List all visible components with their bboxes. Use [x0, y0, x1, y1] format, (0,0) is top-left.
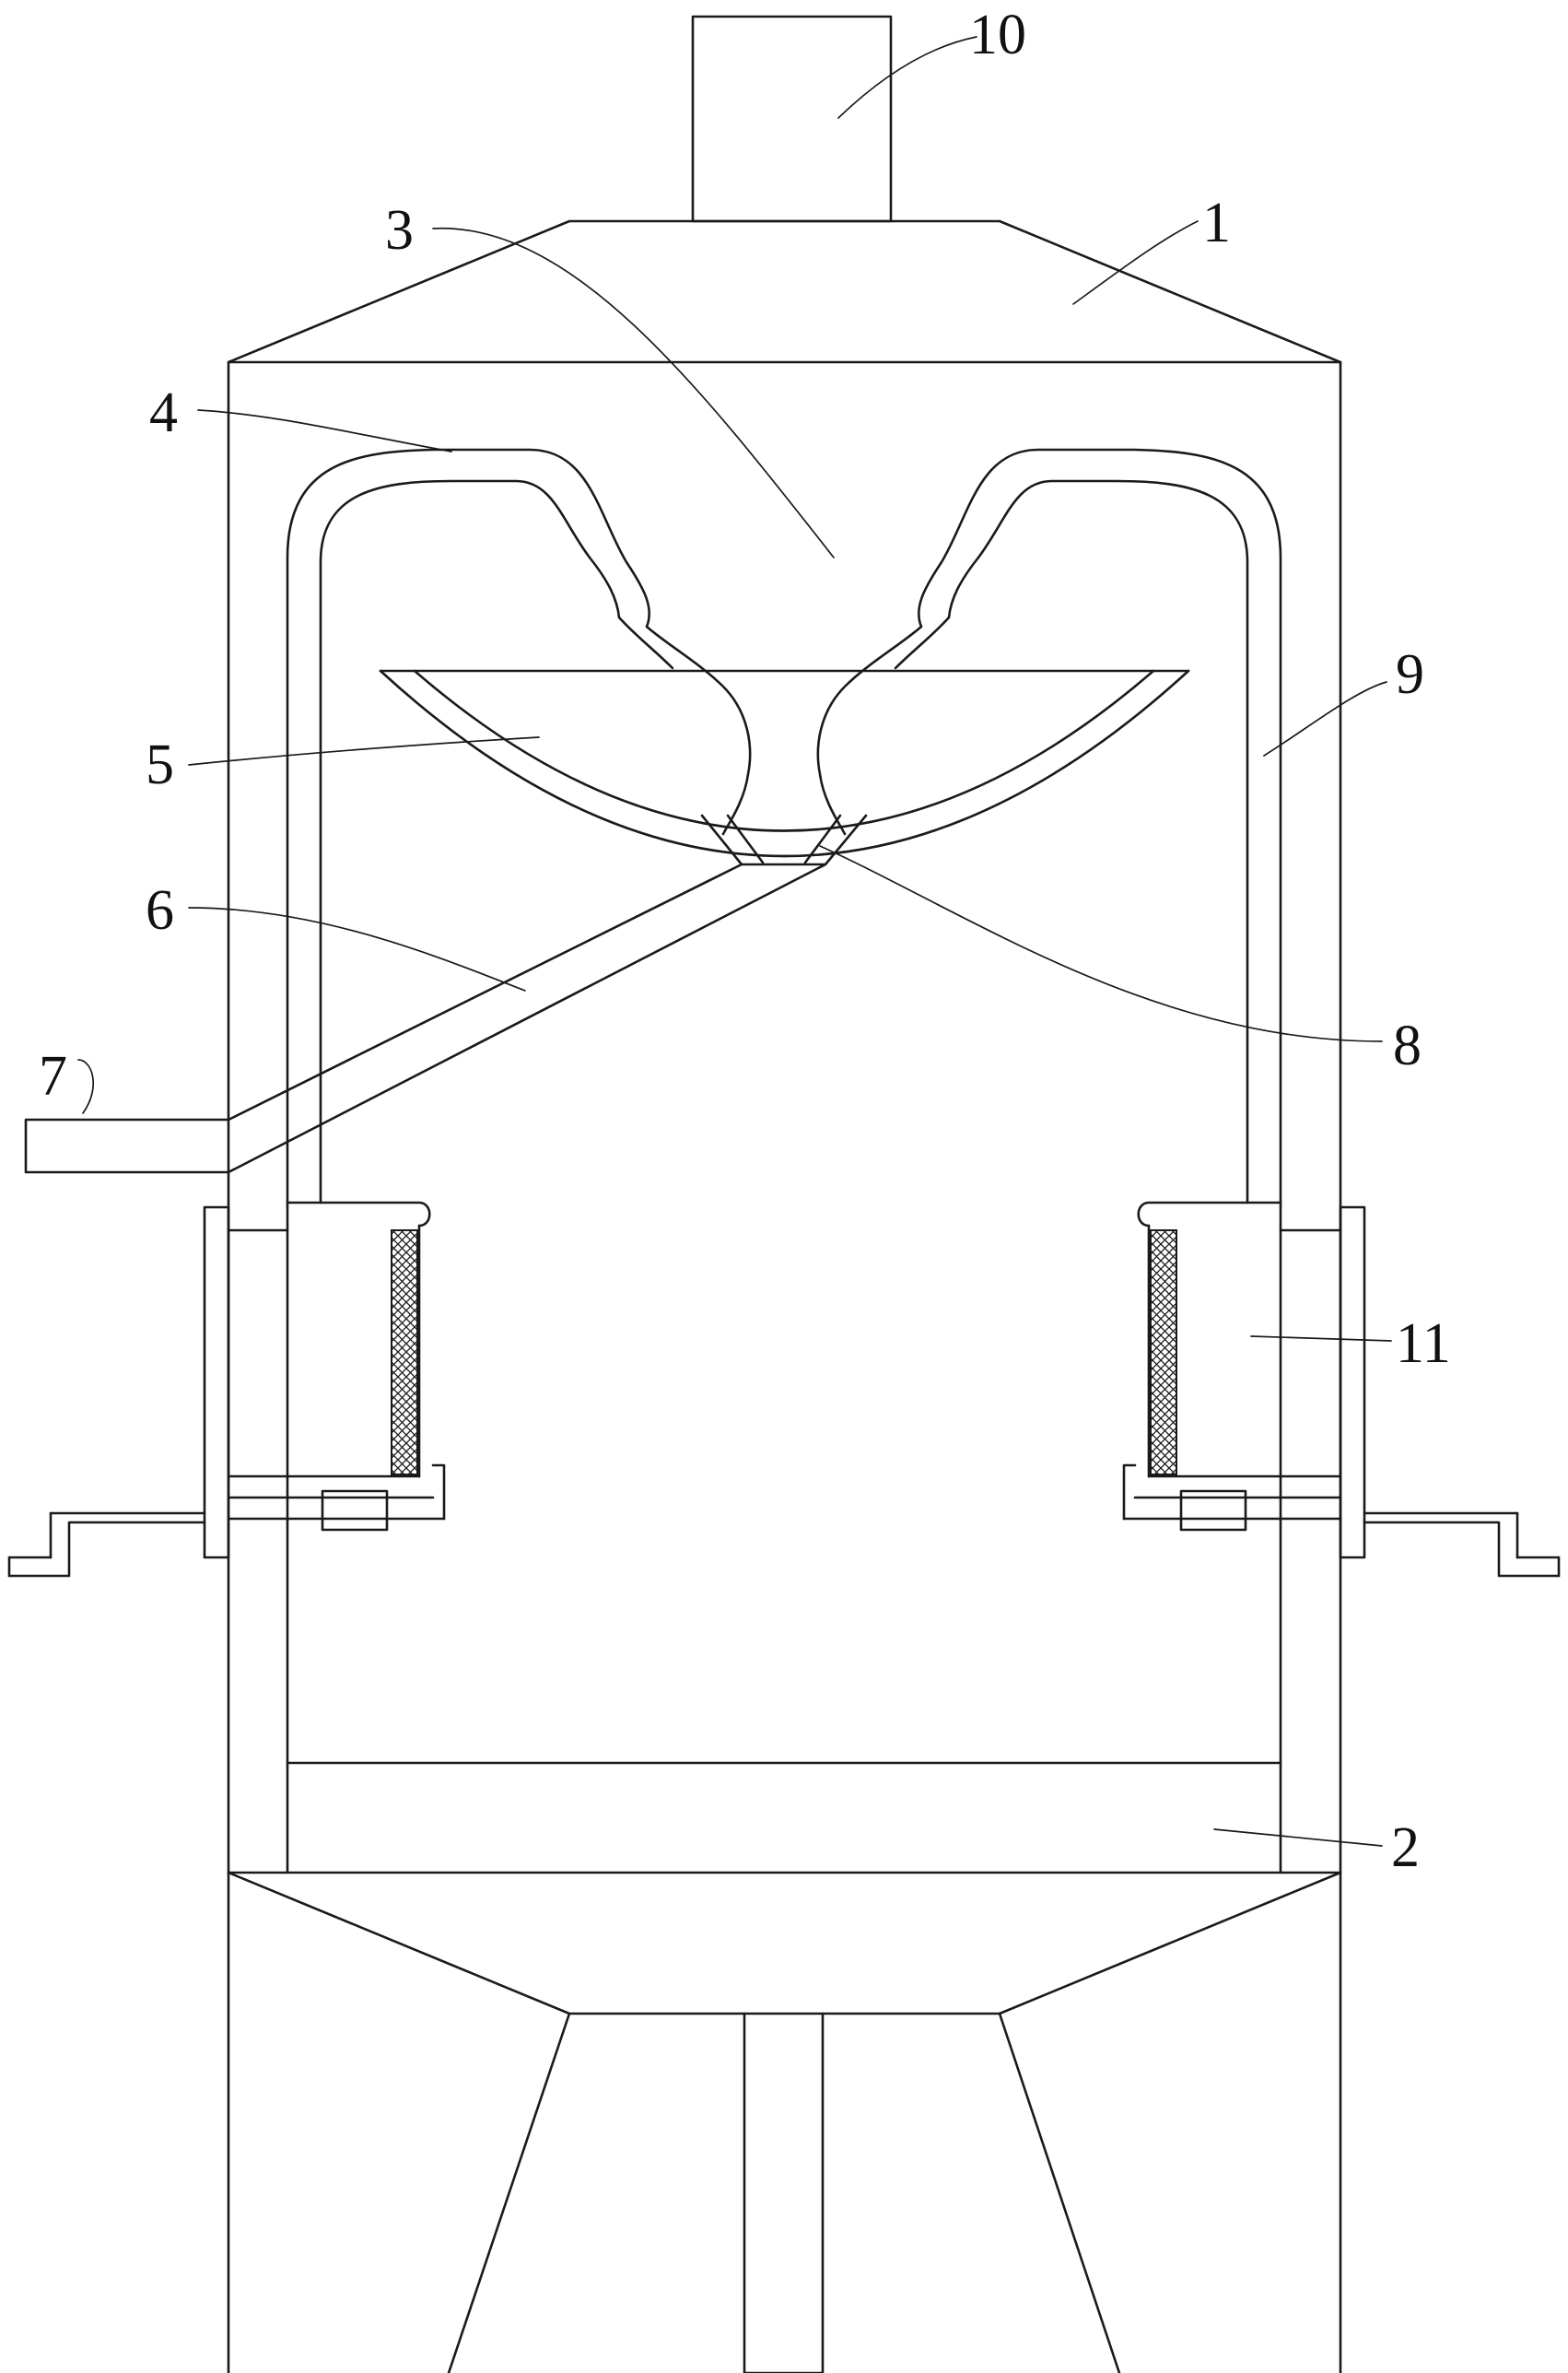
- label-9: 9: [1396, 643, 1424, 706]
- label-7: 7: [39, 1045, 67, 1108]
- main-housing: [227, 360, 1342, 1874]
- base-hopper: [227, 1871, 1342, 2373]
- label-8: 8: [1393, 1015, 1422, 1077]
- part-labels: 10 1 3 4 5 6 7 8 9 11 2: [39, 4, 1451, 1879]
- label-5: 5: [146, 734, 174, 796]
- label-10: 10: [969, 4, 1026, 66]
- leader-lines: [77, 36, 1392, 1847]
- right-filter-assembly: [1122, 1201, 1561, 1578]
- left-filter-assembly: [7, 1201, 446, 1578]
- leader-6: [188, 907, 526, 992]
- leader-4: [197, 409, 452, 452]
- right-air-pipe: [816, 448, 1282, 1204]
- label-2: 2: [1391, 1816, 1420, 1879]
- leader-8: [819, 845, 1383, 1042]
- leader-9: [1263, 681, 1387, 757]
- leader-3: [432, 228, 835, 558]
- discharge-pipe: [24, 863, 827, 1174]
- label-6: 6: [146, 879, 174, 942]
- collecting-bowl: [379, 669, 1190, 858]
- label-4: 4: [149, 382, 178, 444]
- left-air-pipe: [286, 448, 752, 1204]
- top-cover: [227, 219, 1342, 364]
- leader-2: [1213, 1828, 1383, 1847]
- outlet-nozzle: [700, 814, 868, 866]
- leader-1: [1072, 220, 1199, 305]
- leader-7: [77, 1059, 95, 1114]
- right-filter-mesh: [1150, 1229, 1177, 1475]
- leader-5: [188, 736, 540, 766]
- leader-10: [837, 36, 977, 119]
- label-1: 1: [1202, 192, 1231, 254]
- leader-11: [1250, 1335, 1392, 1342]
- exhaust-outlet: [691, 15, 893, 223]
- label-11: 11: [1396, 1312, 1451, 1375]
- label-3: 3: [385, 199, 414, 262]
- left-filter-mesh: [391, 1229, 418, 1475]
